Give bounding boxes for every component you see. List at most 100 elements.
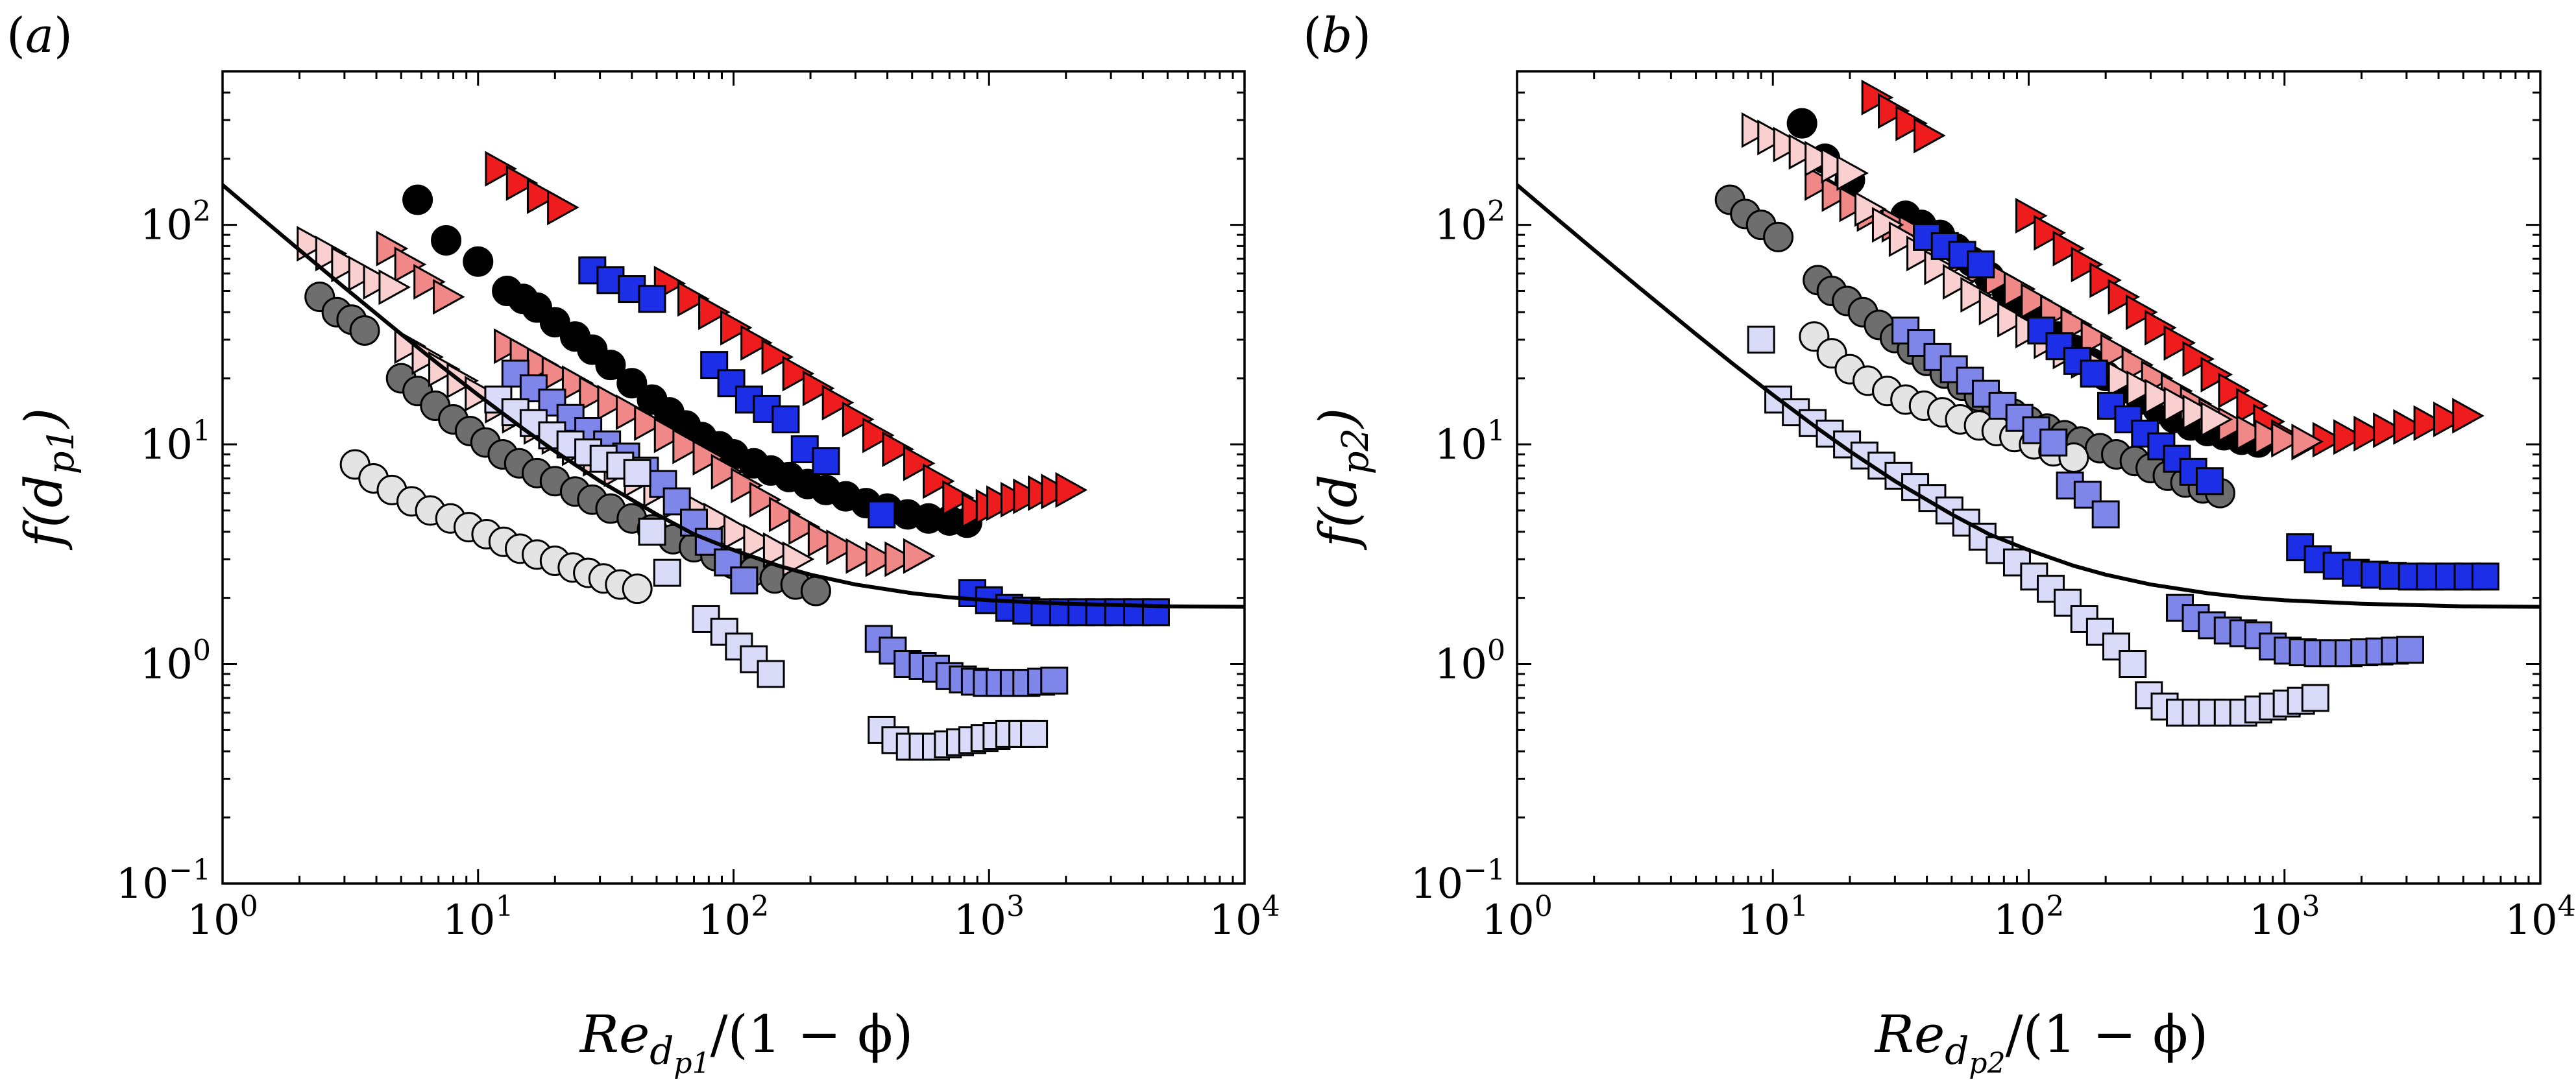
y-label-sub: p2: [1335, 428, 1377, 474]
x-tick-label: 103: [954, 890, 1025, 944]
data-point-triangle: [802, 370, 835, 407]
y-tick-exp: 0: [1487, 634, 1505, 667]
data-point-triangle: [579, 376, 611, 412]
x-tick-base: 10: [1481, 896, 1534, 944]
series-square-blue: [1913, 222, 2499, 591]
model-curve: [1517, 183, 2540, 609]
data-point-triangle: [465, 376, 497, 412]
data-point-square: [2396, 636, 2424, 664]
y-tick-exp: 2: [1487, 195, 1505, 228]
y-tick-label: 100: [140, 634, 211, 689]
y-tick-label: 101: [1435, 415, 1505, 469]
data-point-square: [501, 359, 529, 388]
data-point-triangle: [882, 431, 915, 468]
y-tick-exp: −1: [1463, 854, 1505, 887]
data-point-triangle: [2373, 412, 2405, 448]
y-tick-label: 100: [1435, 634, 1505, 689]
panel-label-open: (: [1303, 8, 1322, 64]
data-point-triangle: [942, 480, 975, 516]
data-point-circle: [431, 224, 462, 256]
data-point-triangle: [2145, 378, 2177, 415]
panel-label: (a): [6, 8, 73, 64]
data-point-square: [1040, 666, 1069, 695]
data-point-triangle: [376, 230, 409, 267]
data-point-triangle: [2236, 415, 2268, 451]
data-point-triangle: [762, 532, 796, 568]
x-label-sub1: d: [650, 1029, 674, 1073]
data-point-triangle: [903, 538, 936, 574]
data-point-square: [772, 405, 800, 433]
data-point-square: [1141, 598, 1170, 627]
data-point-triangle: [923, 463, 955, 499]
data-point-triangle: [2452, 398, 2485, 434]
y-tick-base: 10: [140, 421, 193, 469]
x-tick-base: 10: [443, 896, 495, 944]
x-tick-label: 100: [187, 890, 258, 944]
x-tick-exp: 2: [2046, 890, 2064, 923]
data-point-square: [2195, 467, 2224, 496]
data-point-square: [2080, 359, 2108, 388]
data-point-triangle: [845, 538, 879, 574]
data-point-triangle: [2163, 324, 2196, 361]
x-tick-exp: 1: [495, 890, 513, 923]
x-tick-label: 100: [1481, 890, 1552, 944]
y-tick-base: 10: [1435, 202, 1487, 250]
x-tick-base: 10: [2505, 896, 2557, 944]
x-tick-base: 10: [1738, 896, 1790, 944]
data-markers: [297, 150, 1170, 761]
data-point-triangle: [884, 541, 917, 577]
data-point-triangle: [331, 246, 363, 283]
panel-label-letter: a: [25, 8, 54, 64]
data-point-triangle: [394, 246, 427, 283]
data-point-circle: [402, 184, 433, 215]
series-triangle-right-red: [485, 150, 1088, 529]
data-point-triangle: [2182, 341, 2215, 377]
data-point-triangle: [723, 514, 756, 550]
y-label-head: f(d: [14, 474, 74, 550]
data-point-circle: [800, 575, 831, 607]
data-point-circle: [1763, 221, 1794, 252]
x-label-base: Re: [1874, 1004, 1945, 1064]
data-point-triangle: [788, 509, 821, 546]
plot-frame: [1516, 70, 2542, 885]
data-point-triangle: [2271, 422, 2303, 458]
data-point-triangle: [807, 521, 840, 557]
y-tick-base: 10: [1435, 641, 1487, 689]
y-tick-exp: 0: [193, 634, 211, 667]
data-point-triangle: [865, 541, 898, 577]
data-point-triangle: [485, 150, 518, 187]
y-tick-exp: 2: [193, 195, 211, 228]
y-tick-base: 10: [140, 641, 193, 689]
y-tick-label: 101: [140, 415, 211, 469]
x-tick-label: 101: [1738, 890, 1808, 944]
panel-label: (b): [1303, 8, 1371, 64]
data-point-triangle: [1997, 302, 2030, 338]
data-point-triangle: [743, 523, 775, 560]
data-point-triangle: [731, 467, 763, 503]
data-point-triangle: [2291, 424, 2324, 460]
y-tick-exp: 1: [1487, 415, 1505, 448]
y-axis-label: f(dp1): [14, 408, 82, 551]
data-point-circle: [463, 246, 494, 277]
series-triangle-right-red: [1861, 79, 2485, 461]
x-label-sub2: p2: [1969, 1047, 2005, 1080]
data-point-triangle: [1960, 276, 1993, 313]
series-circle-light_gray: [339, 449, 653, 605]
x-tick-exp: 3: [2302, 890, 2320, 923]
data-point-triangle: [1888, 221, 1921, 258]
data-point-triangle: [2071, 246, 2104, 283]
data-point-triangle: [826, 529, 858, 566]
x-tick-exp: 2: [751, 890, 769, 923]
data-point-square: [638, 285, 666, 313]
x-axis-label: Redp1/(1 − ϕ): [579, 1004, 914, 1080]
data-point-triangle: [1804, 141, 1837, 177]
data-point-triangle: [2393, 409, 2425, 445]
data-point-triangle: [1741, 112, 1774, 149]
data-point-triangle: [615, 394, 648, 431]
data-point-triangle: [1878, 93, 1910, 129]
y-label-sub: p1: [40, 428, 82, 474]
data-point-triangle: [2108, 361, 2141, 398]
panel-label-open: (: [6, 8, 25, 64]
data-point-triangle: [1788, 134, 1821, 170]
